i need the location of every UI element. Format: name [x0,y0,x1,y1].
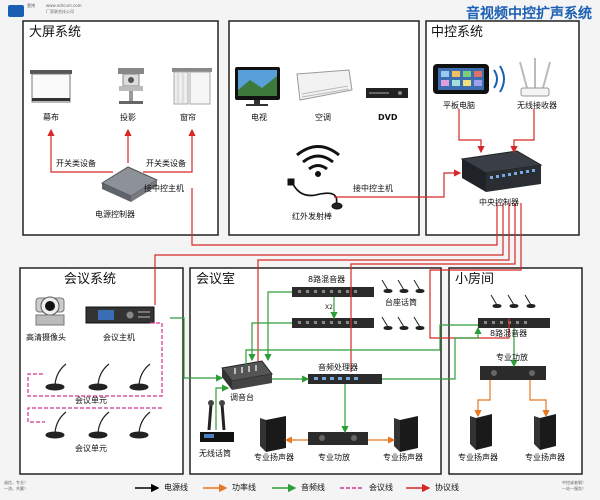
legend-label-audio: 音频线 [301,483,325,492]
small-speaker-2-icon [534,414,556,450]
corner-note-right-2: 一站一服务！ [562,486,586,491]
audio-lines [170,291,518,434]
ac-icon [296,69,353,101]
label-wireless-receiver: 无线接收器 [517,101,557,110]
section-title-conference-system: 会议系统 [64,272,117,287]
dvd-icon [366,88,408,98]
company-subtitle: 厂家联合技公司 [46,9,74,14]
curtain-icon [172,68,212,105]
section-title-big-screen: 大屏系统 [29,25,82,40]
label-pro-amp-small: 专业功放 [496,353,528,362]
power-controller-icon [100,166,159,202]
screen-icon [30,70,72,103]
hd-camera-icon [35,296,65,326]
small-mixer-icon [478,318,550,328]
label-screen: 幕布 [43,113,59,122]
label-desk-mic: 台座话筒 [385,298,417,307]
label-mixer-8ch: 8路混音器 [308,275,346,284]
corner-note-left-1: 诚信，专业！ [4,480,28,485]
protocol-lines [47,109,535,372]
label-pro-speaker-small-1: 专业扬声器 [458,453,498,462]
page-title: 音视频中控扩声系统 [466,6,592,22]
section-title-meeting-room: 会议室 [196,272,236,287]
wireless-receiver-icon [519,58,551,97]
pro-speaker-2-icon [394,416,418,452]
legend-label-amp: 功率线 [232,483,256,492]
legend-label-protocol: 协议线 [435,483,459,492]
label-conference-host: 会议主机 [103,333,135,342]
section-title-small-room: 小房间 [455,272,495,287]
label-pro-speaker-2: 专业扬声器 [383,453,423,462]
label-tablet: 平板电脑 [443,101,475,110]
mixer-8ch-top-icon [292,287,374,297]
label-curtain: 窗帘 [180,113,196,122]
small-speaker-1-icon [470,414,492,450]
label-to-host-1: 接中控主机 [144,184,184,193]
tv-icon [235,67,280,106]
label-ir-emitter: 红外发射棒 [292,212,332,221]
label-switch-device-2: 开关类设备 [146,159,186,168]
corner-note-right-1: 中控或者钢！ [562,480,586,485]
label-tv: 电视 [251,113,267,122]
label-pro-amp-1: 专业功放 [318,453,350,462]
projector-icon [118,68,144,104]
label-pro-speaker-small-2: 专业扬声器 [525,453,565,462]
label-power-controller: 电源控制器 [95,210,135,219]
label-projector: 投影 [120,113,136,122]
big-screen-box [22,20,219,236]
pro-amp-1-icon [308,432,368,445]
legend-label-power: 电源线 [164,483,188,492]
desk-mic-icons [381,279,425,330]
label-hd-camera: 高清摄像头 [26,333,66,342]
label-mixing-console: 调音台 [230,393,254,402]
label-mixer-8ch-small: 8路混音器 [490,329,528,338]
tablet-icon [433,64,505,94]
label-conference-unit-1: 会议单元 [75,396,107,405]
small-amp-icon [480,366,546,380]
corner-note-left-2: 一流，共赢！ [4,486,28,491]
conference-mic-icons [45,363,151,439]
small-mic-icons [490,294,536,308]
label-ac: 空调 [315,113,331,122]
conference-host-icon [85,306,155,324]
label-central-controller: 中央控制器 [479,198,519,207]
conference-lines [27,322,163,423]
mixing-console-icon [221,360,273,390]
company-logo [8,5,24,17]
section-title-central-control: 中控系统 [431,25,484,40]
label-x2: X2 [325,304,333,311]
ir-emitter-icon [287,145,343,210]
audio-processor-icon [308,374,382,384]
label-audio-processor: 音频处理器 [318,363,358,372]
mixer-8ch-bottom-icon [292,318,374,328]
power-lines [284,380,550,444]
label-pro-speaker-1: 专业扬声器 [254,453,294,462]
central-control-box [425,20,580,236]
label-to-host-2: 接中控主机 [353,184,393,193]
central-controller-icon [460,150,543,192]
company-brand: 壹博 [27,3,35,8]
label-dvd: DVD [378,113,398,122]
av-box [228,20,420,236]
label-wireless-mic: 无线话筒 [199,449,231,458]
pro-speaker-1-icon [260,416,286,452]
company-url: www.xdrcom.com [46,3,82,8]
wireless-mic-icon [200,400,234,442]
label-conference-unit-2: 会议单元 [75,444,107,453]
legend-label-conference: 会议线 [369,483,393,492]
label-switch-device-1: 开关类设备 [56,159,96,168]
